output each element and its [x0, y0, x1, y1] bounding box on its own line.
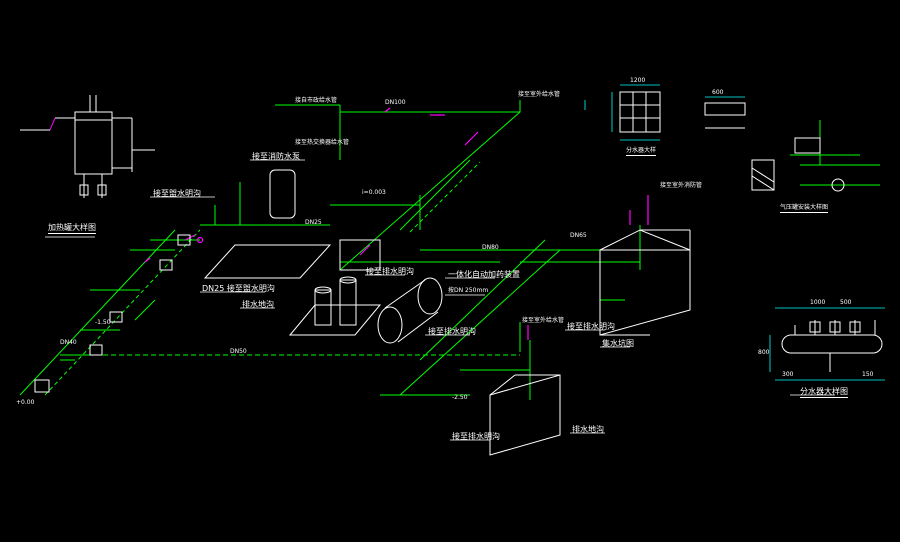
dim-label-1: DN100: [385, 99, 406, 106]
dim-label-13: 150: [862, 371, 874, 378]
note-top1-label: 接自市政给水管: [295, 97, 338, 104]
pit-right-label: 集水坑图: [602, 339, 634, 348]
drain-center2-label: 接至排水明沟: [428, 327, 476, 336]
dim-label-14: +0.00: [16, 399, 35, 406]
main-pipe-network: [19, 100, 880, 400]
leader-lines: [45, 159, 835, 441]
small-detail-label: 分水器大样: [626, 147, 657, 156]
dim-label-8: 1000: [810, 299, 826, 306]
dim-label-5: DN40: [60, 339, 77, 346]
equipment: [34, 91, 883, 456]
dim-label-4: DN50: [230, 348, 247, 355]
drain-center-label: 接至排水明沟: [366, 267, 414, 276]
note-top-label: 接至消防水泵: [252, 152, 300, 161]
softener-label: 一体化自动加药装置: [448, 270, 520, 279]
note-right-label: 接至室外消防管: [660, 182, 703, 189]
outlet-mid-label: DN25 接至盥水明沟: [202, 284, 275, 293]
dim-label-17: i=0.003: [362, 189, 386, 196]
drain-right-label: 接至排水明沟: [567, 322, 615, 331]
outlet-left-label: 接至盥水明沟: [153, 189, 201, 198]
dim-label-15: -1.50: [95, 319, 111, 326]
drain-bottom-label: 接至排水明沟: [452, 432, 500, 441]
dim-label-16: -2.50: [452, 394, 468, 401]
dim-label-10: 600: [712, 89, 724, 96]
dim-label-3: DN65: [570, 232, 587, 239]
dim-label-12: 300: [782, 371, 794, 378]
pit-bottom-label: 排水地沟: [572, 425, 604, 434]
dim-label-9: 800: [758, 349, 770, 356]
softener-sub-label: 按DN 250mm: [448, 287, 489, 294]
dim-label-7: 1200: [630, 77, 646, 84]
pipe-accents: [144, 107, 649, 340]
dim-label-11: 500: [840, 299, 852, 306]
note-bottom-center-label: 接至室外给水管: [522, 317, 565, 324]
right-top-detail-label: 气压罐安装大样图: [780, 204, 829, 213]
note-top2-label: 接至室外给水管: [518, 91, 561, 98]
heater-detail: [20, 95, 155, 198]
pump-pit-label: 排水地沟: [242, 300, 274, 309]
dim-label-6: DN25: [305, 219, 322, 226]
dim-label-2: DN80: [482, 244, 499, 251]
note-top3-label: 接至热交换器给水管: [295, 139, 350, 146]
valve-detail-label: 分水器大样图: [800, 387, 848, 398]
heater-detail-label: 加热罐大样图: [48, 223, 96, 234]
dimension-lines: [584, 84, 885, 381]
